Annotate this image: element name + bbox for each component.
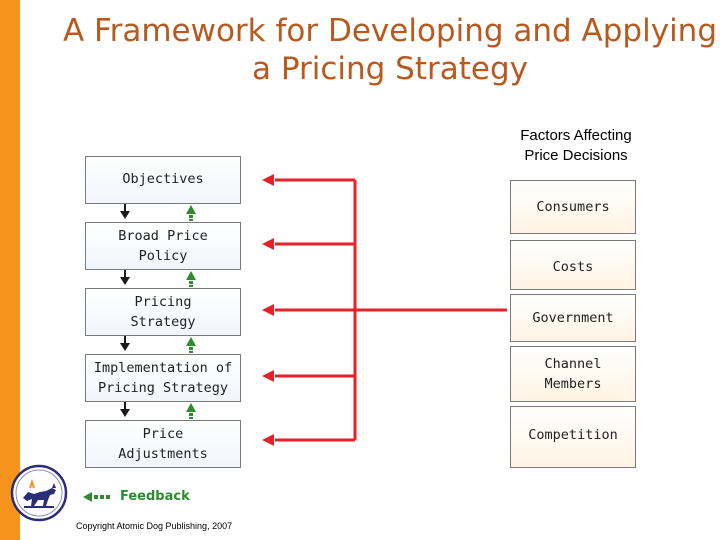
- feedback-legend-label: Feedback: [120, 489, 190, 504]
- copyright-notice: Copyright Atomic Dog Publishing, 2007: [76, 521, 233, 531]
- red-arrow-to-broad-price-policy: [262, 238, 355, 250]
- red-arrow-to-price-adjustments: [262, 434, 355, 446]
- step-box-broad-price-policy: Broad Price Policy: [85, 222, 241, 270]
- green-feedback-arrow-4: [186, 403, 196, 419]
- factor-box-channel-members: Channel Members: [510, 346, 636, 402]
- factor-label-channel-members: Channel Members: [544, 356, 602, 392]
- step-box-price-adjustments: Price Adjustments: [85, 420, 241, 468]
- black-down-arrow-1: [120, 204, 130, 219]
- step-label-price-adjustments: Price Adjustments: [118, 426, 208, 462]
- factor-box-government: Government: [510, 294, 636, 342]
- factor-label-government: Government: [532, 310, 614, 326]
- step-label-objectives: Objectives: [122, 171, 204, 187]
- factor-label-consumers: Consumers: [536, 199, 610, 215]
- red-arrow-to-objectives: [262, 174, 355, 186]
- step-label-pricing-strategy: Pricing Strategy: [130, 294, 196, 330]
- green-feedback-arrow-1: [186, 205, 196, 221]
- factor-box-costs: Costs: [510, 240, 636, 290]
- green-feedback-arrow-2: [186, 271, 196, 287]
- red-arrow-to-pricing-strategy: [262, 304, 507, 316]
- green-feedback-arrow-3: [186, 337, 196, 353]
- red-arrow-to-implementation: [262, 370, 355, 382]
- factors-heading: Factors Affecting Price Decisions: [500, 126, 652, 166]
- black-down-arrow-3: [120, 336, 130, 351]
- step-label-broad-price-policy: Broad Price Policy: [118, 228, 208, 264]
- slide-title: A Framework for Developing and Applying …: [60, 12, 720, 88]
- factor-box-consumers: Consumers: [510, 180, 636, 234]
- black-down-arrow-2: [120, 270, 130, 285]
- slide-title-line-1: A Framework for Developing and Applying: [62, 13, 718, 49]
- step-box-objectives: Objectives: [85, 156, 241, 204]
- step-label-implementation: Implementation of Pricing Strategy: [93, 360, 233, 396]
- slide-title-line-2: a Pricing Strategy: [251, 51, 529, 87]
- factor-box-competition: Competition: [510, 406, 636, 468]
- feedback-legend-arrow: [83, 492, 110, 502]
- factor-label-costs: Costs: [552, 259, 594, 275]
- black-down-arrow-4: [120, 402, 130, 417]
- factors-heading-line-2: Price Decisions: [524, 147, 628, 164]
- factor-label-competition: Competition: [528, 427, 618, 443]
- atomic-dog-logo-icon: [10, 464, 68, 522]
- step-box-implementation: Implementation of Pricing Strategy: [85, 354, 241, 402]
- orange-sidebar: [0, 0, 20, 540]
- factors-heading-line-1: Factors Affecting: [520, 127, 632, 144]
- step-box-pricing-strategy: Pricing Strategy: [85, 288, 241, 336]
